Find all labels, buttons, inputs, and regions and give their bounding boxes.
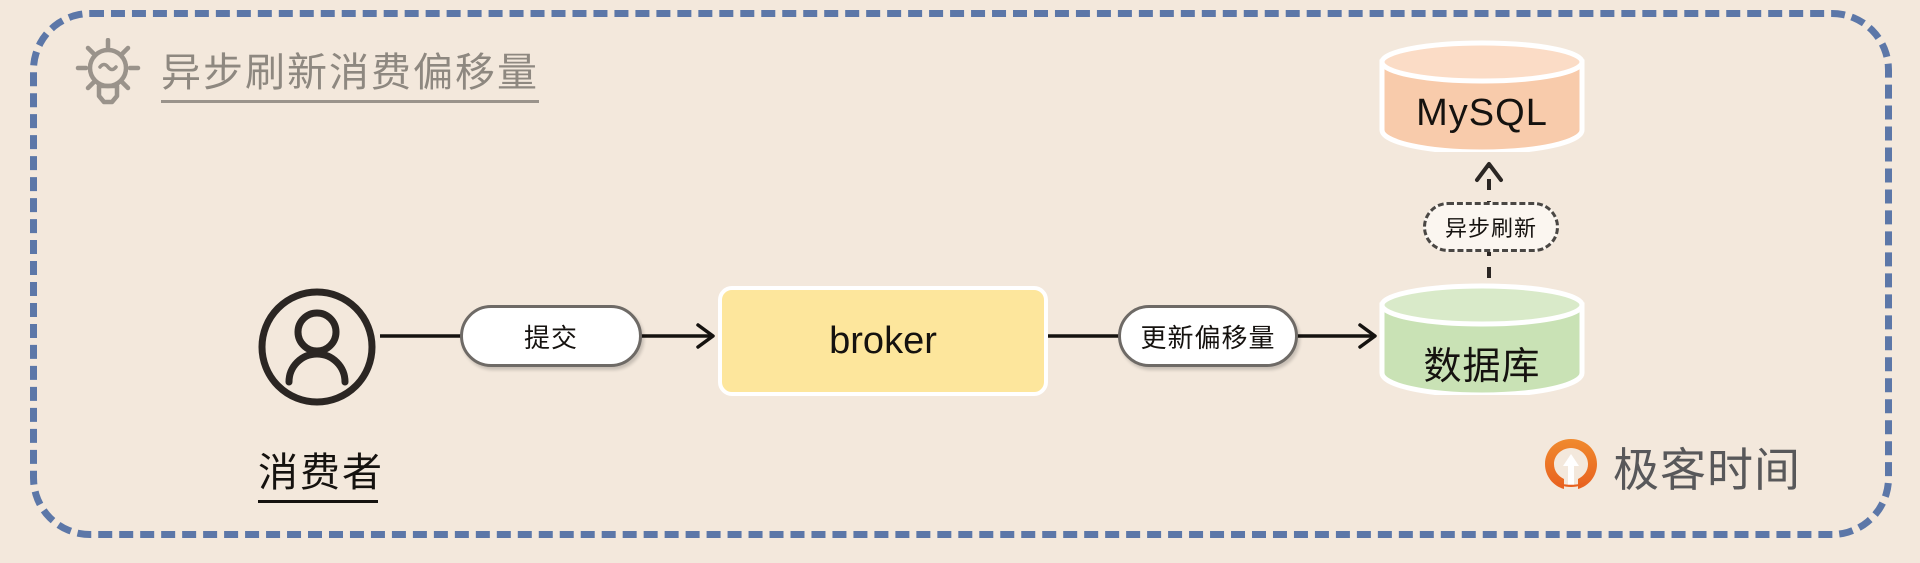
node-database[interactable]: 数据库 xyxy=(1377,283,1587,400)
node-label-consumer: 消费者 xyxy=(258,440,382,503)
node-label-broker: broker xyxy=(829,319,937,362)
geektime-logo-icon xyxy=(1543,437,1599,498)
edge-label-async-flush-text: 异步刷新 xyxy=(1444,216,1537,241)
user-icon xyxy=(258,288,376,411)
geektime-watermark: 极客时间 xyxy=(1543,434,1801,500)
lightbulb-icon xyxy=(75,37,141,115)
edge-label-submit: 提交 xyxy=(460,305,642,367)
node-mysql[interactable]: MySQL xyxy=(1377,40,1587,157)
node-label-mysql: MySQL xyxy=(1416,92,1548,134)
edge-label-update-offset-text: 更新偏移量 xyxy=(1140,322,1276,353)
node-label-database: 数据库 xyxy=(1423,346,1541,388)
edge-label-update-offset: 更新偏移量 xyxy=(1118,305,1298,367)
diagram-title-row: 异步刷新消费偏移量 xyxy=(75,37,539,115)
edge-label-async-flush: 异步刷新 xyxy=(1423,202,1559,252)
edge-label-submit-text: 提交 xyxy=(523,322,578,353)
geektime-logo-text: 极客时间 xyxy=(1613,444,1801,496)
page-title: 异步刷新消费偏移量 xyxy=(161,50,539,103)
node-broker[interactable]: broker xyxy=(718,286,1048,396)
diagram-frame xyxy=(30,10,1892,538)
